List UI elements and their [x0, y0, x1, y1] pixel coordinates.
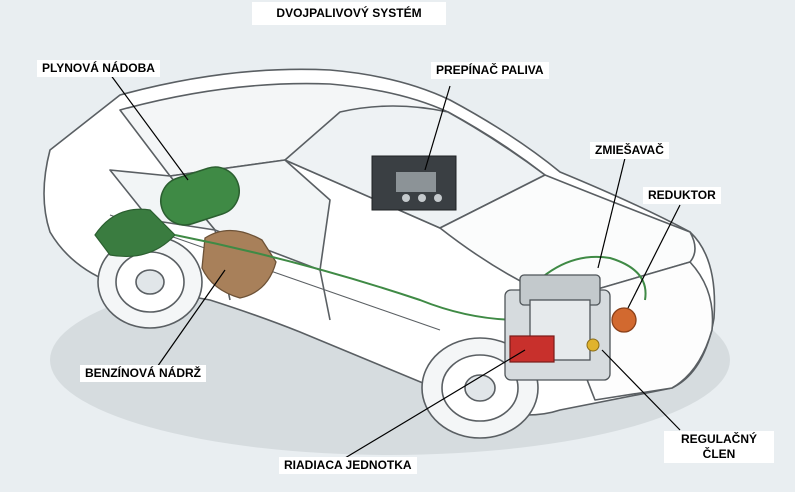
label-gas-tank: PLYNOVÁ NÁDOBA	[37, 60, 160, 77]
label-regulator-line2: ČLEN	[669, 447, 769, 462]
label-control-unit: RIADIACA JEDNOTKA	[279, 457, 417, 474]
reducer	[612, 308, 636, 332]
fuel-switch-photo	[372, 156, 456, 210]
label-mixer: ZMIEŠAVAČ	[590, 142, 669, 159]
diagram-title: DVOJPALIVOVÝ SYSTÉM	[252, 2, 446, 25]
regulator	[587, 339, 599, 351]
control-unit	[510, 336, 554, 362]
label-regulator: REGULAČNÝ ČLEN	[664, 431, 774, 463]
label-reducer: REDUKTOR	[643, 187, 721, 204]
label-regulator-line1: REGULAČNÝ	[669, 432, 769, 447]
label-fuel-switch: PREPÍNAČ PALIVA	[431, 62, 549, 79]
engine	[505, 275, 610, 380]
label-petrol-tank: BENZÍNOVÁ NÁDRŽ	[80, 365, 206, 382]
